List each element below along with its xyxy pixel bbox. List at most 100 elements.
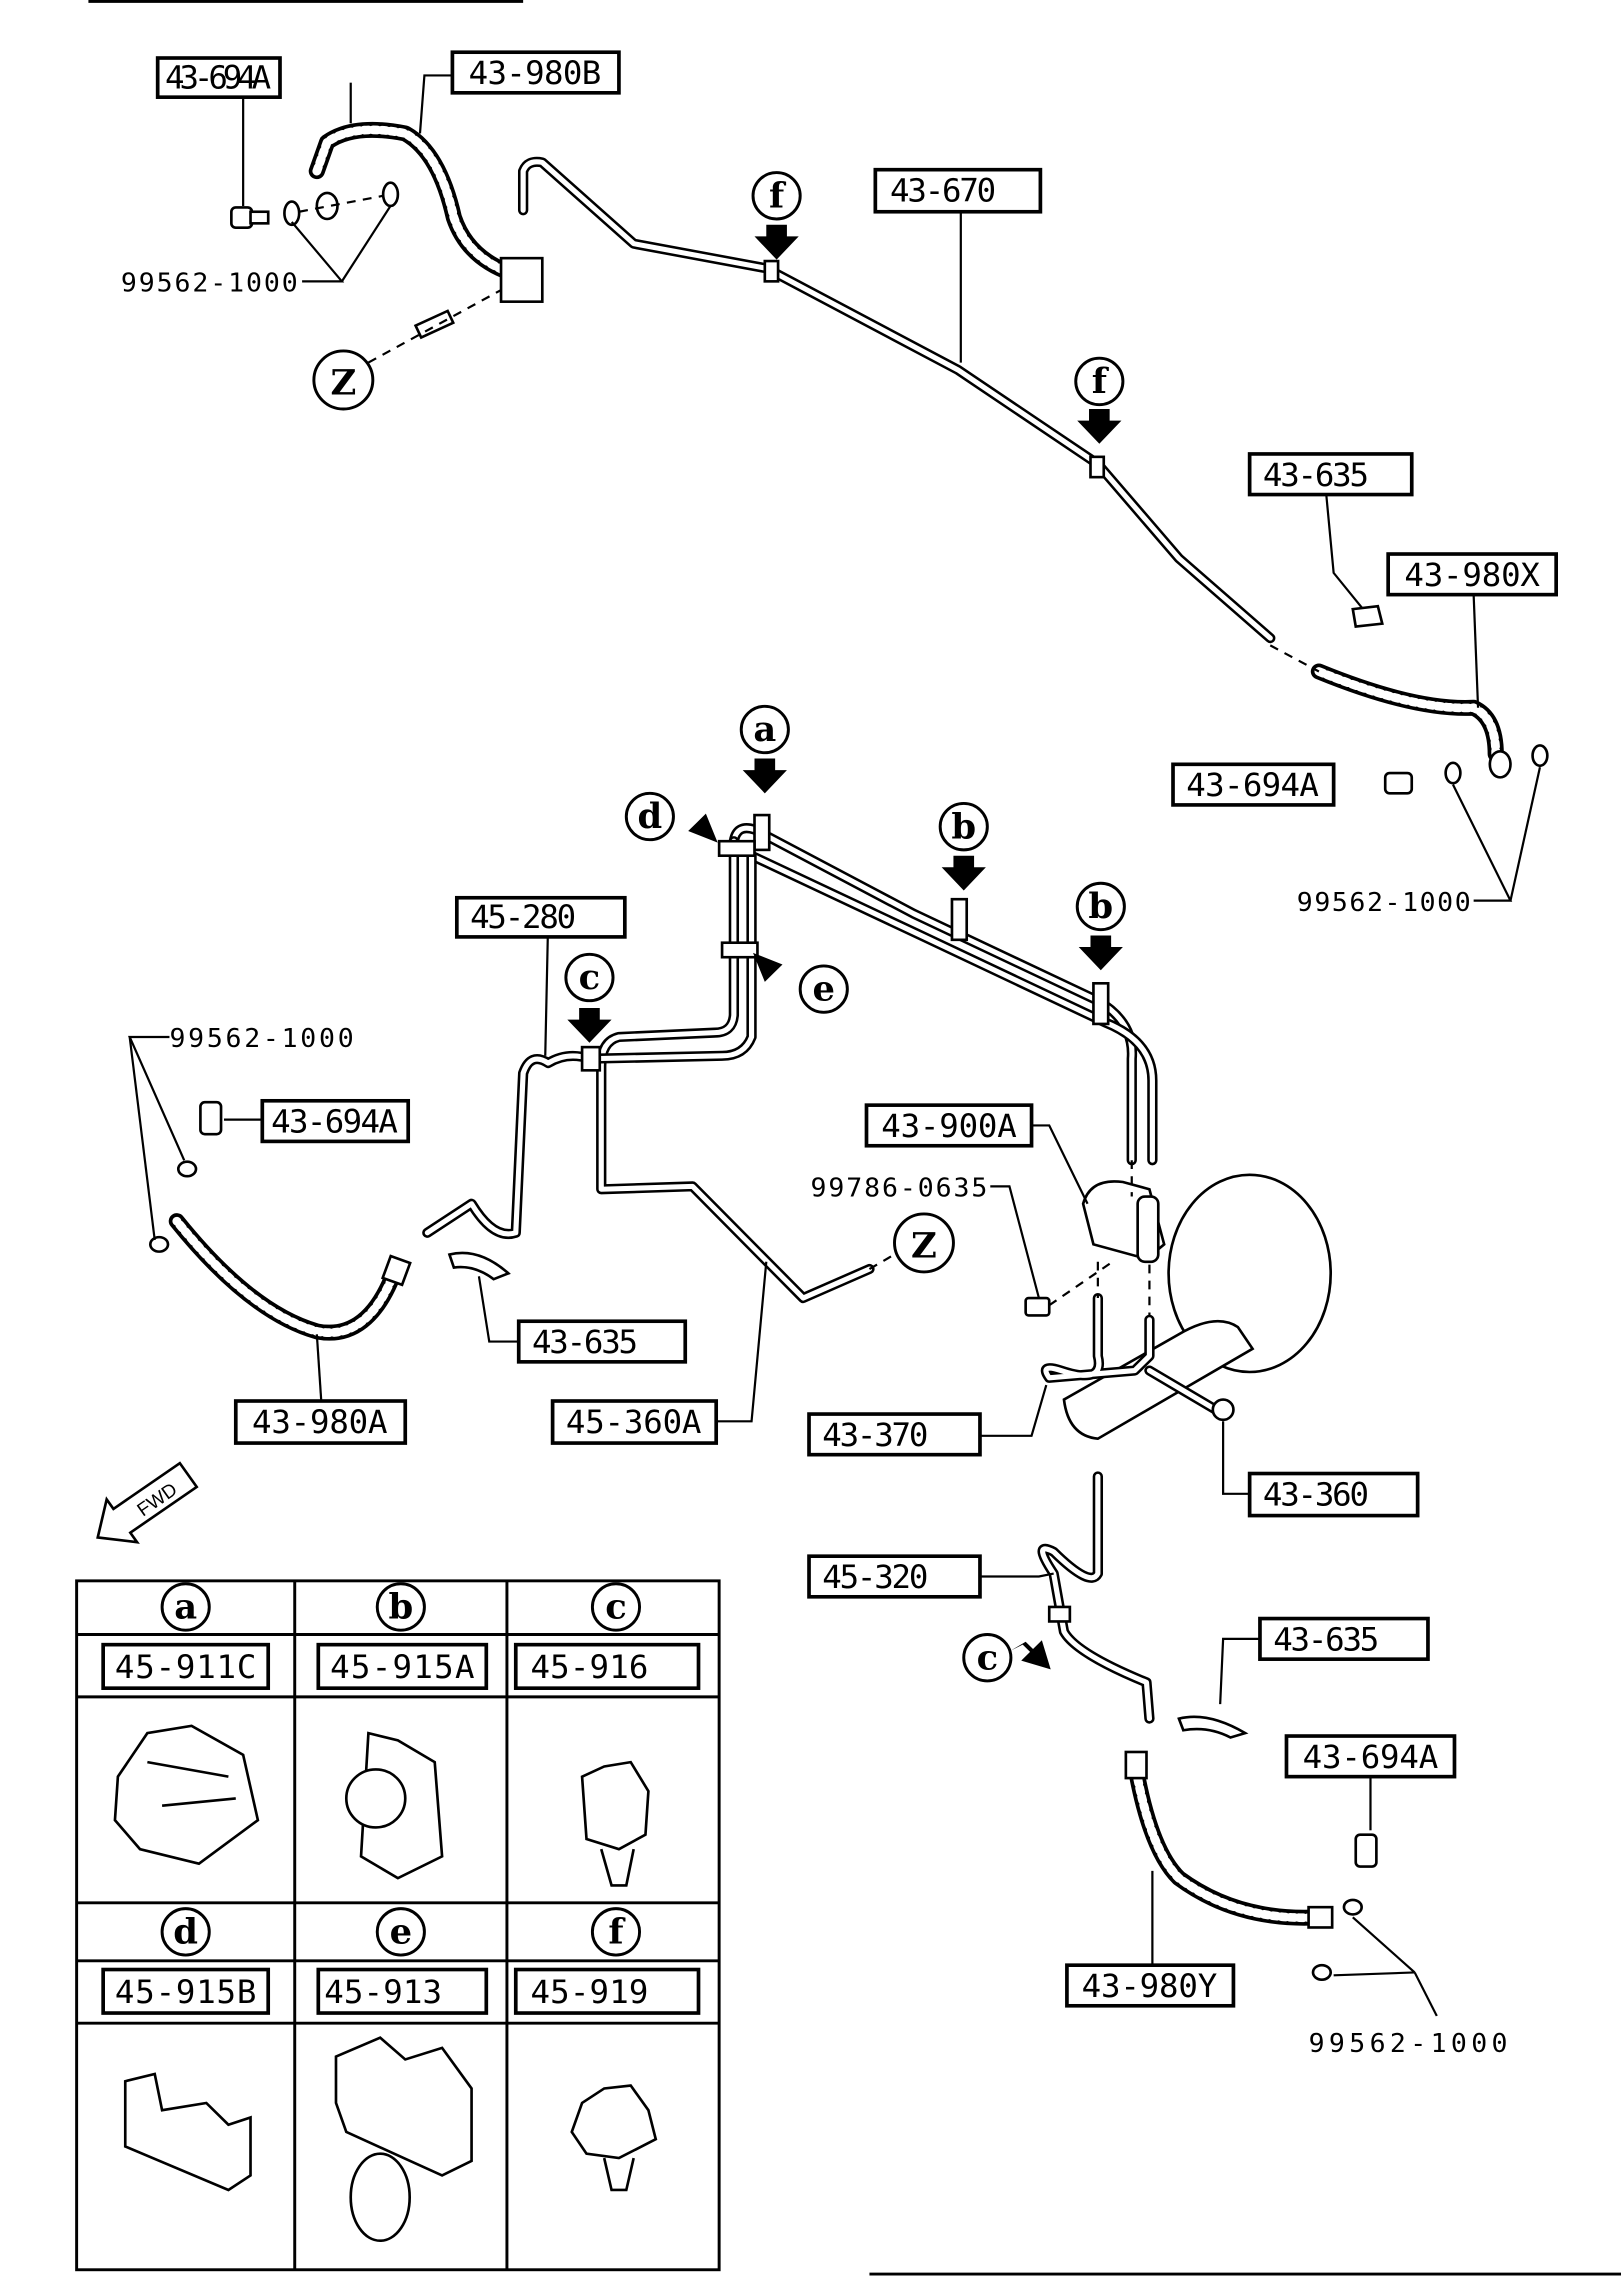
callout-b-2: b <box>1075 881 1126 932</box>
part-number: 43-980A <box>252 1403 388 1441</box>
label-43-360[interactable]: 43-360 <box>1247 1471 1420 1518</box>
pipe-bundle <box>422 823 1158 1304</box>
label-43-694A-top[interactable]: 43-694A <box>155 56 282 99</box>
label-99786-0635[interactable]: 99786-0635 <box>811 1174 988 1204</box>
callout-letter: b <box>388 1587 413 1628</box>
label-43-635-mid[interactable]: 43-635 <box>516 1319 688 1364</box>
callout-letter: Z <box>911 1226 937 1267</box>
label-45-280[interactable]: 45-280 <box>454 895 627 939</box>
part-number: 45-360A <box>566 1403 702 1441</box>
part-number: 43-900A <box>881 1107 1017 1145</box>
banjo-bolt-icon <box>199 1100 223 1136</box>
label-43-694A-right[interactable]: 43-694A <box>1171 762 1336 807</box>
callout-letter: f <box>608 1912 625 1953</box>
label-43-900A[interactable]: 43-900A <box>864 1103 1034 1148</box>
label-43-670[interactable]: 43-670 <box>873 167 1043 214</box>
leader-line <box>1413 1971 1438 2017</box>
label-45-320[interactable]: 45-320 <box>807 1554 982 1599</box>
part-number: 43-694A <box>1186 766 1319 804</box>
part-number: 45-280 <box>470 898 576 936</box>
leader-line <box>1031 1124 1089 1205</box>
leader-line <box>979 1384 1048 1437</box>
part-number: 45-919 <box>531 1973 649 2011</box>
part-number: 43-635 <box>1263 456 1369 494</box>
label-99562-1000-right[interactable]: 99562-1000 <box>1297 888 1471 918</box>
clip-a <box>753 813 771 852</box>
label-99562-1000-left[interactable]: 99562-1000 <box>169 1024 353 1054</box>
label-45-360A[interactable]: 45-360A <box>550 1399 719 1445</box>
callout-letter: a <box>753 709 776 750</box>
callout-letter: Z <box>330 363 356 404</box>
arrow-down-icon <box>1078 935 1123 971</box>
label-43-980A[interactable]: 43-980A <box>233 1399 408 1445</box>
banjo-fitting-icon <box>1488 749 1512 779</box>
pipe-43-370 <box>1040 1292 1155 1383</box>
callout-letter: c <box>579 957 601 998</box>
callout-b-1: b <box>938 802 989 852</box>
washer-icon <box>283 200 301 227</box>
table-cell-a: a 45-911C <box>101 1582 271 1866</box>
label-43-635-bottom[interactable]: 43-635 <box>1258 1616 1430 1661</box>
callout-c-1: c <box>564 952 615 1003</box>
washer-icon <box>148 1235 170 1253</box>
callout-f-2: f <box>1074 356 1125 407</box>
callout-letter: a <box>174 1587 197 1628</box>
label-43-370[interactable]: 43-370 <box>807 1412 982 1457</box>
hose-fitting-icon <box>1124 1750 1148 1780</box>
washer-icon <box>1444 761 1462 785</box>
pipe-43-670 <box>517 156 1276 644</box>
arrow-down-icon <box>742 758 787 794</box>
clip-45-913-illustration <box>334 2036 473 2177</box>
label-43-980X[interactable]: 43-980X <box>1386 552 1559 597</box>
pipe-45-320 <box>1037 1471 1155 1724</box>
hose-43-980X <box>1310 663 1504 763</box>
callout-letter: f <box>769 176 786 217</box>
label-99562-1000-top[interactable]: 99562-1000 <box>121 269 298 299</box>
clip-c-1 <box>580 1045 602 1072</box>
clip-reference-table: a 45-911C b 45-915A c 45-916 d 45-915B e… <box>75 1579 721 2272</box>
callout-z-2: Z <box>893 1212 955 1274</box>
label-43-980Y[interactable]: 43-980Y <box>1065 1963 1236 2008</box>
leader-line <box>315 1334 323 1402</box>
part-number: 45-915A <box>330 1648 474 1686</box>
leader-line <box>477 1276 519 1343</box>
hose-43-980A <box>168 1213 404 1341</box>
leader-line <box>418 74 453 134</box>
dash-line <box>868 1249 903 1270</box>
arrow-left-icon <box>753 952 796 982</box>
leader-line <box>1472 594 1480 708</box>
clip-45-911C-illustration <box>113 1724 260 1866</box>
arrow-right-icon <box>674 813 718 843</box>
arrow-down-icon <box>941 855 986 891</box>
clip-45-916-illustration <box>580 1760 650 1887</box>
callout-letter: b <box>1088 886 1113 927</box>
clip-e <box>720 941 759 959</box>
callout-letter: f <box>1092 361 1109 402</box>
hose-fitting-icon <box>1307 1905 1334 1929</box>
part-number: 43-635 <box>532 1323 638 1361</box>
label-99562-1000-bottom[interactable]: 99562-1000 <box>1309 2029 1508 2059</box>
banjo-fitting-icon <box>315 191 339 221</box>
pipe-43-360 <box>1144 1365 1229 1420</box>
label-43-980B[interactable]: 43-980B <box>450 50 621 95</box>
label-43-694A-left[interactable]: 43-694A <box>260 1098 411 1144</box>
dash-line <box>298 194 384 213</box>
leader-line <box>979 1572 1054 1578</box>
clip-43-635-mid <box>447 1251 511 1281</box>
part-number: 43-980X <box>1404 556 1540 594</box>
junction-block <box>499 256 544 303</box>
leader-line <box>1219 1637 1260 1705</box>
clip-43-635-bottom <box>1177 1715 1249 1739</box>
forward-direction-arrow: FWD <box>96 1461 199 1544</box>
part-number: 43-980Y <box>1082 1967 1218 2005</box>
clip-b-1 <box>950 897 969 942</box>
table-cell-e: e 45-913 <box>316 1907 489 2243</box>
banjo-bolt-icon <box>1354 1833 1378 1868</box>
label-43-635-top[interactable]: 43-635 <box>1247 452 1414 497</box>
arrow-down-icon <box>567 1007 612 1043</box>
label-43-694A-bottom[interactable]: 43-694A <box>1284 1734 1457 1779</box>
hose-43-980Y <box>1126 1754 1328 1926</box>
leader-line <box>1325 494 1364 610</box>
callout-letter: e <box>390 1912 413 1953</box>
callout-c-2: c <box>962 1633 1013 1683</box>
